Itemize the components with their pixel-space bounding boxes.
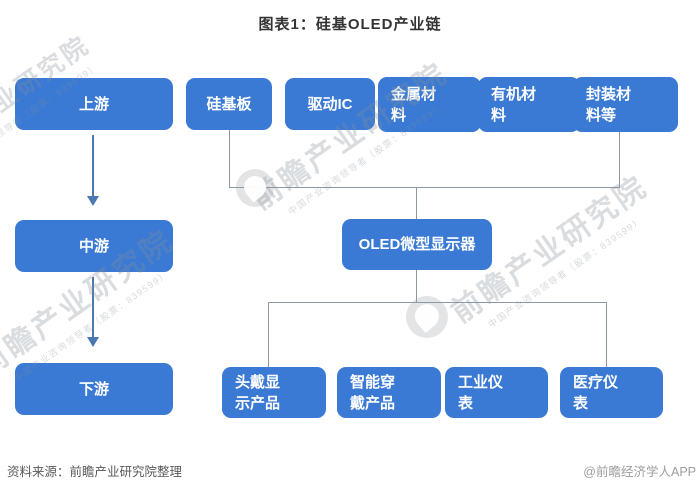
node-label: 硅基板 <box>206 95 252 113</box>
watermark-text: 前瞻产业研究院 <box>245 56 454 217</box>
node-metal-materials: 金属材料 <box>378 77 481 132</box>
node-packaging-materials: 封装材料等 <box>573 77 678 132</box>
stage-label-midstream: 中游 <box>78 237 109 255</box>
node-organic-materials: 有机材料 <box>478 77 580 132</box>
footer-credit: @前瞻经济学人APP <box>583 465 696 479</box>
node-label: 有机材料 <box>491 85 537 124</box>
node-label: 金属材料 <box>391 85 437 124</box>
node-medical-instruments: 医疗仪表 <box>560 367 663 418</box>
connector-bus-to-hmd <box>268 302 269 367</box>
node-head-mounted-display: 头戴显示产品 <box>222 367 326 418</box>
page-title: 图表1：硅基OLED产业链 <box>258 16 442 33</box>
stage-box-downstream: 下游 <box>15 363 173 415</box>
stage-label-upstream: 上游 <box>78 95 109 113</box>
connector-silicon-substrate-down <box>229 130 230 187</box>
stage-label-downstream: 下游 <box>78 380 109 398</box>
node-oled-microdisplay: OLED微型显示器 <box>342 219 492 270</box>
stage-box-midstream: 中游 <box>15 220 173 272</box>
node-label: 智能穿戴产品 <box>350 373 396 412</box>
arrow-down-icon <box>87 196 99 206</box>
watermark-tagline: 中国产业咨询领导者（股票：839599） <box>486 214 645 330</box>
node-label: 医疗仪表 <box>573 373 619 412</box>
node-label: 头戴显示产品 <box>235 373 281 412</box>
connector-downstream-bus <box>268 302 607 303</box>
node-label: OLED微型显示器 <box>358 236 476 253</box>
connector-upstream-bus <box>229 187 620 188</box>
flow-arrow-midstream-downstream <box>92 277 94 338</box>
connector-oled-down <box>416 270 417 302</box>
connector-packaging-materials-down <box>619 130 620 187</box>
flow-arrow-upstream-midstream <box>92 135 94 197</box>
stage-box-upstream: 上游 <box>15 78 173 130</box>
node-label: 驱动IC <box>307 95 353 113</box>
arrow-down-icon <box>87 337 99 347</box>
connector-bus-to-oled <box>416 187 417 219</box>
node-silicon-substrate: 硅基板 <box>186 78 272 130</box>
node-driver-ic: 驱动IC <box>285 78 375 130</box>
node-label: 封装材料等 <box>586 85 632 124</box>
qianzhan-logo-icon <box>236 169 274 207</box>
connector-bus-to-medical <box>606 302 607 367</box>
node-label: 工业仪表 <box>458 373 504 412</box>
node-smart-wearables: 智能穿戴产品 <box>337 367 441 418</box>
footer-source: 资料来源：前瞻产业研究院整理 <box>7 465 183 479</box>
node-industrial-instruments: 工业仪表 <box>445 367 548 418</box>
